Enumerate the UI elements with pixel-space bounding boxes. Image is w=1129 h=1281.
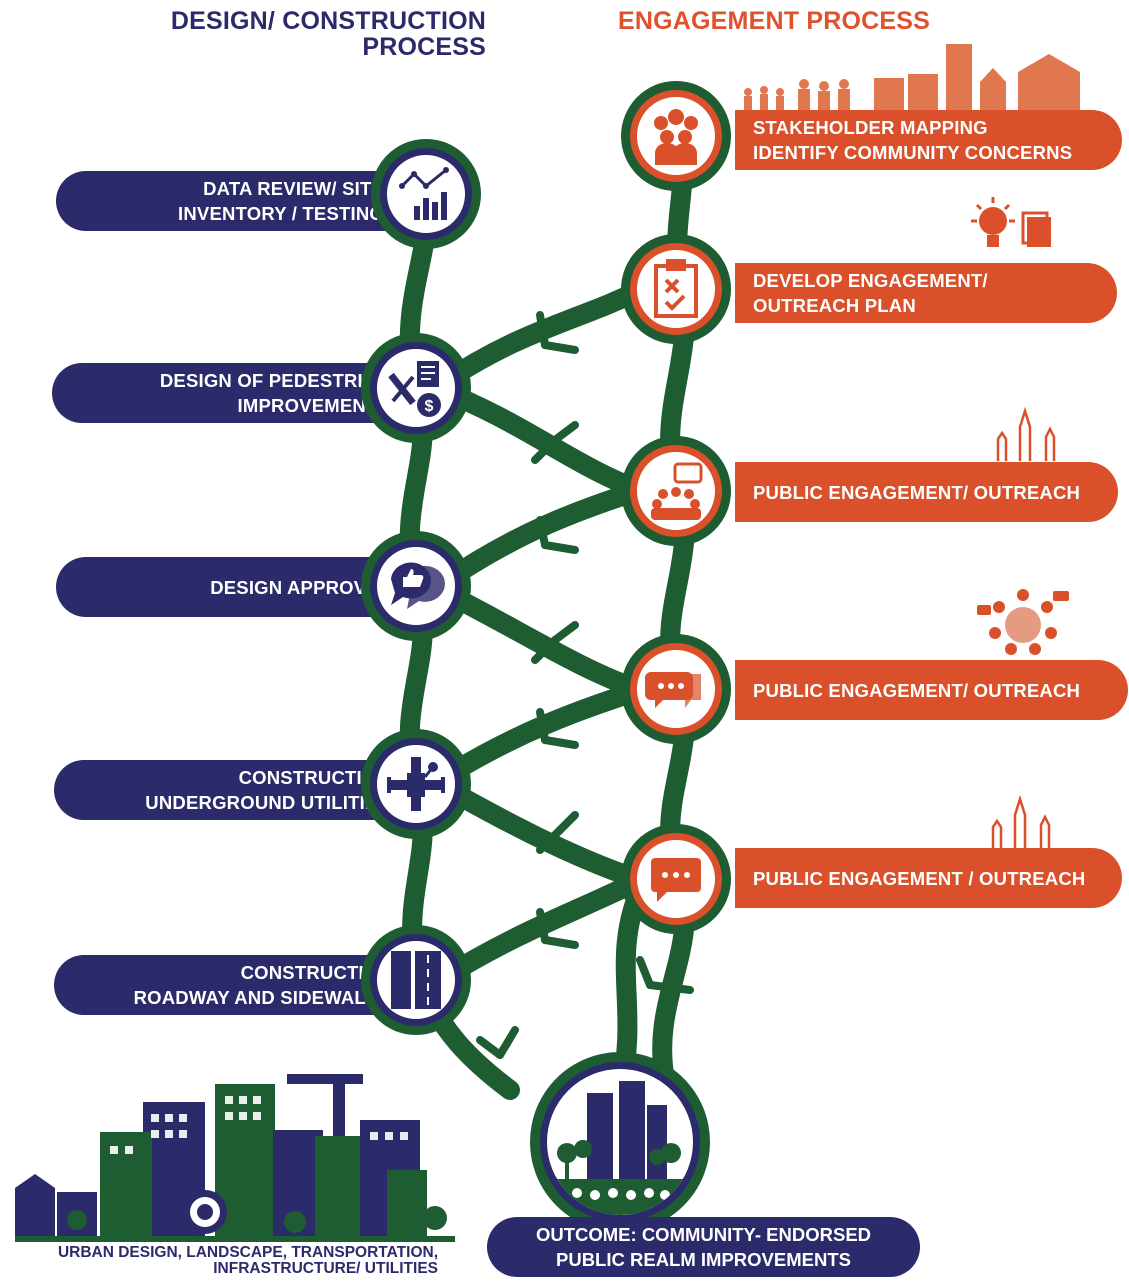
step-line: PUBLIC ENGAGEMENT / OUTREACH — [753, 867, 1086, 889]
raised-hands-icon — [996, 406, 1056, 461]
message-icon — [630, 833, 722, 925]
approval-chat-icon — [370, 540, 462, 632]
step-line: STAKEHOLDER MAPPING — [753, 117, 988, 138]
step-line: CONSTRUCTION — [240, 962, 392, 983]
step-line: IMPROVEMENTS — [237, 395, 390, 416]
step-line: ROADWAY AND SIDEWALKS — [133, 987, 392, 1008]
outcome-label: OUTCOME: COMMUNITY- ENDORSED PUBLIC REAL… — [487, 1217, 920, 1277]
engagement-process-header: ENGAGEMENT PROCESS — [618, 7, 930, 35]
engagement-step-plan: DEVELOP ENGAGEMENT/OUTREACH PLAN — [735, 263, 1117, 323]
step-line: UNDERGROUND UTILITIES — [145, 792, 390, 813]
engagement-step-outreach-2: PUBLIC ENGAGEMENT/ OUTREACH — [735, 660, 1128, 720]
engagement-step-outreach-3: PUBLIC ENGAGEMENT / OUTREACH — [735, 848, 1122, 908]
group-icon — [630, 90, 722, 182]
chat-bubbles-icon — [630, 643, 722, 735]
design-header-line-1: DESIGN/ CONSTRUCTION — [170, 7, 486, 35]
speaking-group-icon — [630, 445, 722, 537]
step-line: IDENTIFY COMMUNITY CONCERNS — [753, 142, 1073, 163]
design-process-header: DESIGN/ CONSTRUCTION PROCESS — [66, 8, 486, 60]
design-step-pedestrian: DESIGN OF PEDESTRIAN IMPROVEMENTS — [52, 363, 412, 423]
outcome-line-2: PUBLIC REALM IMPROVEMENTS — [556, 1249, 851, 1270]
tools-plan-cost-icon: $ — [370, 342, 462, 434]
step-line: CONSTRUCTION — [238, 767, 390, 788]
design-step-data-review: DATA REVIEW/ SITE INVENTORY / TESTING — [56, 171, 406, 231]
step-line: DATA REVIEW/ SITE — [203, 178, 384, 199]
svg-text:$: $ — [425, 398, 434, 415]
outcome-line-1: OUTCOME: COMMUNITY- ENDORSED — [535, 1224, 872, 1245]
chart-icon — [380, 148, 472, 240]
raised-hands-icon — [991, 794, 1051, 849]
city-outcome-icon — [540, 1062, 700, 1222]
bottom-caption: URBAN DESIGN, LANDSCAPE, TRANSPORTATION,… — [18, 1245, 438, 1277]
city-skyline-icon — [15, 1074, 455, 1242]
engagement-step-stakeholder: STAKEHOLDER MAPPING IDENTIFY COMMUNITY CO… — [735, 110, 1122, 170]
design-step-roadway: CONSTRUCTION ROADWAY AND SIDEWALKS — [54, 955, 414, 1015]
meeting-icon — [977, 589, 1069, 655]
step-line: DEVELOP ENGAGEMENT/ — [753, 270, 988, 291]
step-line: OUTREACH PLAN — [753, 295, 916, 316]
pipes-icon — [370, 738, 462, 830]
design-step-approval: DESIGN APPROVAL — [56, 557, 412, 617]
step-line: DESIGN OF PEDESTRIAN — [159, 370, 390, 391]
community-skyline-icon — [744, 44, 1080, 110]
design-header-line-2: PROCESS — [362, 33, 486, 61]
idea-documents-icon — [971, 197, 1051, 247]
checklist-icon — [630, 243, 722, 335]
design-step-underground: CONSTRUCTION UNDERGROUND UTILITIES — [54, 760, 412, 820]
step-line: DESIGN APPROVAL — [210, 576, 390, 598]
step-line: PUBLIC ENGAGEMENT/ OUTREACH — [753, 481, 1081, 503]
caption-line-2: INFRASTRUCTURE/ UTILITIES — [213, 1260, 438, 1277]
engagement-step-outreach-1: PUBLIC ENGAGEMENT/ OUTREACH — [735, 462, 1118, 522]
step-line: PUBLIC ENGAGEMENT/ OUTREACH — [753, 679, 1081, 701]
road-icon — [370, 934, 462, 1026]
caption-line-1: URBAN DESIGN, LANDSCAPE, TRANSPORTATION, — [57, 1244, 438, 1261]
step-line: INVENTORY / TESTING — [178, 203, 384, 224]
